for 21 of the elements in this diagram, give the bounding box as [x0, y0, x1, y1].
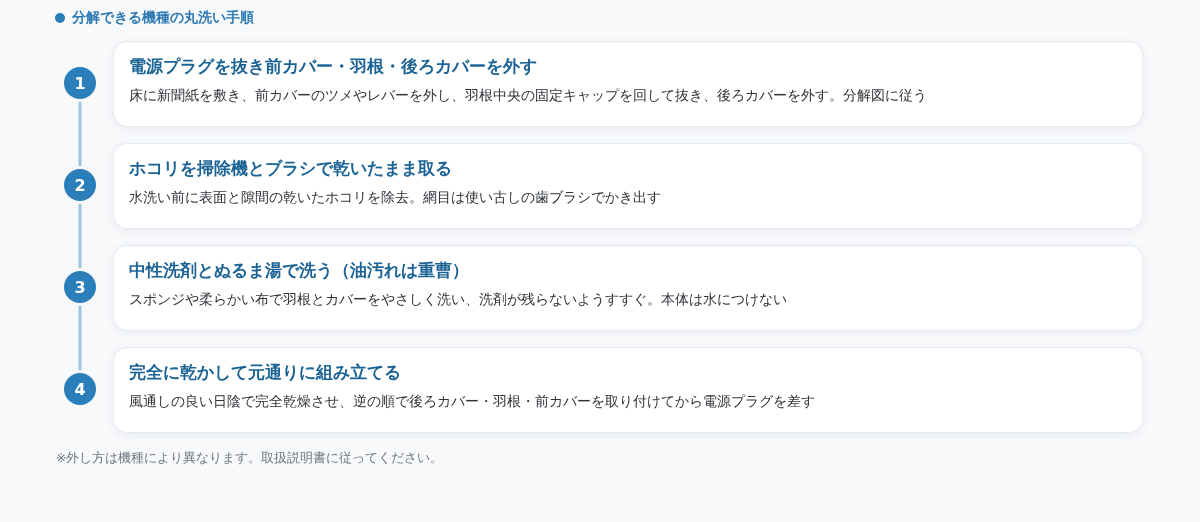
- step-card: [113, 245, 1143, 331]
- connector-line: [78, 303, 82, 373]
- step-description: 水洗い前に表面と隙間の乾いたホコリを除去。網目は使い古しの歯ブラシでかき出す: [129, 188, 661, 207]
- connector-line: [78, 201, 82, 271]
- step-description: 風通しの良い日陰で完全乾燥させ、逆の順で後ろカバー・羽根・前カバーを取り付けてから電源プラグを差す: [129, 392, 815, 411]
- step-heading: 電源プラグを抜き前カバー・羽根・後ろカバーを外す: [129, 55, 537, 77]
- step-heading: ホコリを掃除機とブラシで乾いたまま取る: [129, 157, 452, 179]
- step-heading: 中性洗剤とぬるま湯で洗う（油汚れは重曹）: [129, 259, 469, 281]
- step-number: 1: [64, 67, 96, 99]
- step-description: 床に新聞紙を敷き、前カバーのツメやレバーを外し、羽根中央の固定キャップを回して抜き、後ろカバーを外す。分解図に従う: [129, 86, 927, 105]
- step-card: [113, 41, 1143, 127]
- step-number: 2: [64, 169, 96, 201]
- step-description: スポンジや柔らかい布で羽根とカバーをやさしく洗い、洗剤が残らないようすすぐ。本体は水につけない: [129, 290, 787, 309]
- step-heading: 完全に乾かして元通りに組み立てる: [129, 361, 401, 383]
- title: 分解できる機種の丸洗い手順: [72, 9, 254, 27]
- step-number: 3: [64, 271, 96, 303]
- step-number: 4: [64, 373, 96, 405]
- step-card: [113, 347, 1143, 433]
- connector-line: [78, 99, 82, 169]
- step-card: [113, 143, 1143, 229]
- footnote: ※外し方は機種により異なります。取扱説明書に従ってください。: [56, 450, 444, 467]
